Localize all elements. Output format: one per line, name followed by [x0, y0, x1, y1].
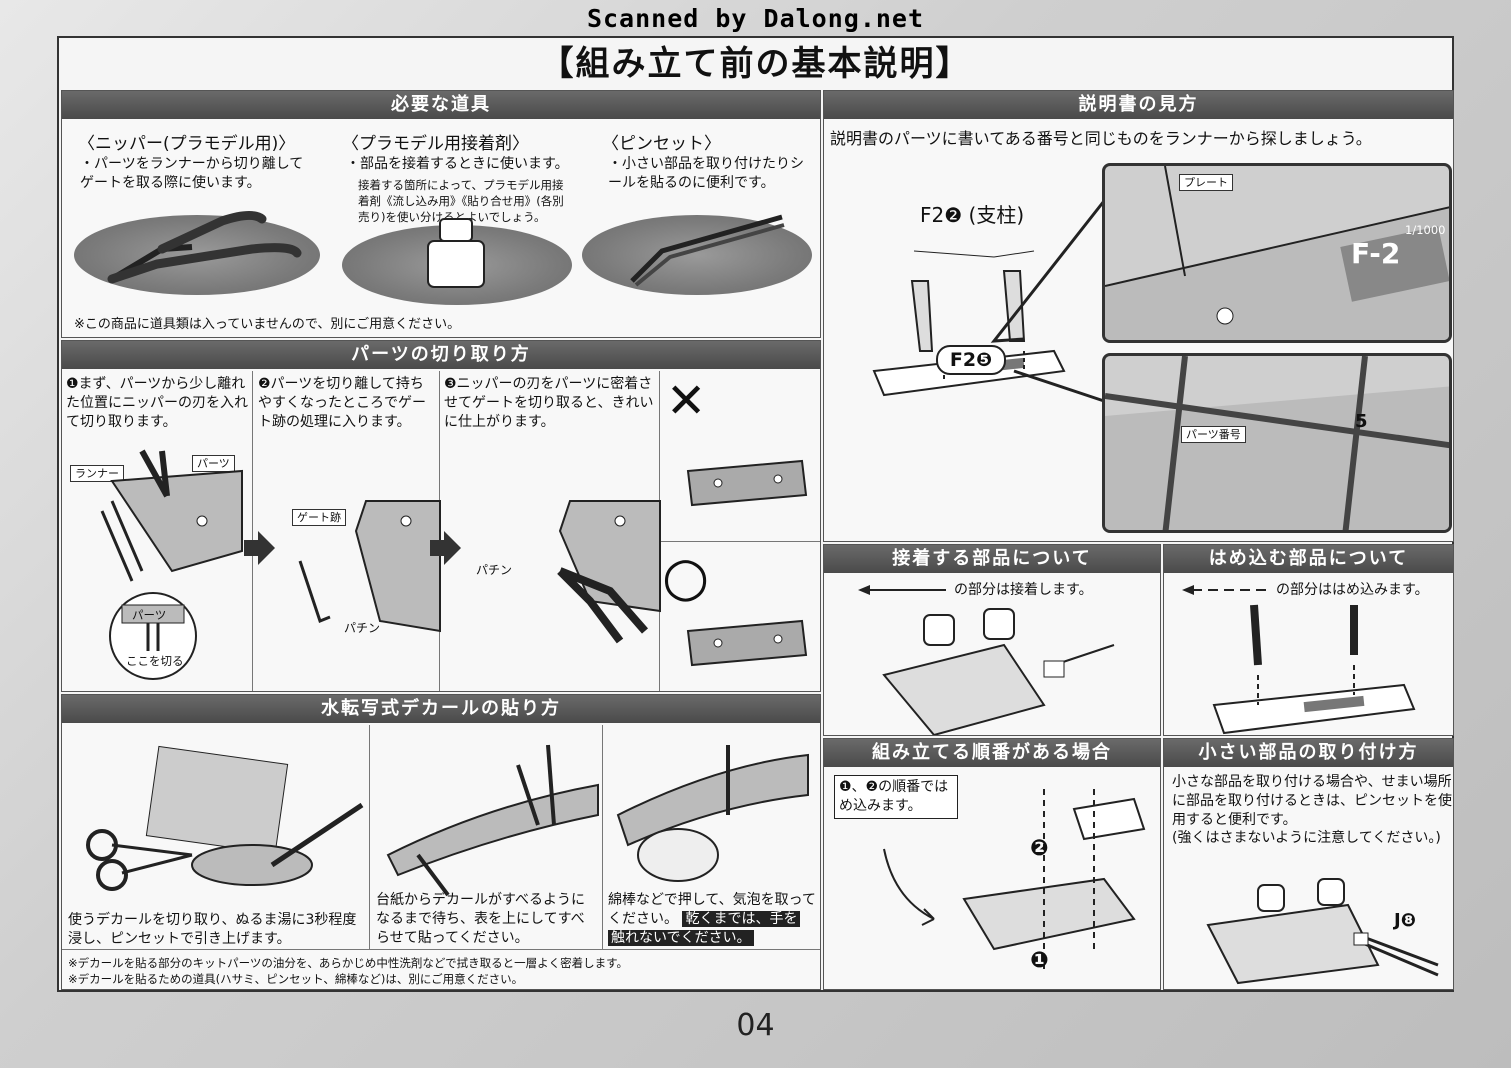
order-illustration — [883, 789, 1146, 969]
cutting-divider-4 — [659, 541, 820, 542]
order-step-1: ❶ — [1030, 948, 1049, 973]
cement-desc: ・部品を接着するときに使います。 — [346, 156, 569, 172]
gate-removal-illustration — [298, 500, 441, 633]
manual-desc: 説明書のパーツに書いてある番号と同じものをランナーから探しましょう。 — [830, 129, 1372, 148]
glue-desc: の部分は接着します。 — [954, 582, 1093, 598]
support-label: F2❷ (支柱) — [920, 203, 1025, 227]
bad-result-part — [686, 459, 808, 507]
good-result-part — [686, 619, 808, 667]
manual-reading-panel: 説明書の見方 説明書のパーツに書いてある番号と同じものをランナーから探しましょう… — [823, 90, 1454, 542]
cutting-panel: パーツの切り取り方 ❶まず、パーツから少し離れた位置にニッパーの刃を入れて切り取… — [61, 340, 821, 692]
small-parts-illustration — [1206, 878, 1439, 985]
cement-bottle-icon — [427, 218, 485, 288]
manual-title: 説明書の見方 — [824, 91, 1453, 119]
decal-note-2: ※デカールを貼るための道具(ハサミ、ピンセット、綿棒など)は、別にご用意ください… — [68, 972, 524, 986]
cutting-step1: ❶まず、パーツから少し離れた位置にニッパーの刃を入れて切り取ります。 — [66, 376, 248, 430]
small-parts-panel: 小さい部品の取り付け方 小さな部品を取り付ける場合や、せまい場所に部品を取り付け… — [1163, 738, 1454, 990]
small-parts-title: 小さい部品の取り付け方 — [1164, 739, 1453, 767]
glue-title: 接着する部品について — [824, 545, 1160, 573]
glue-illustration — [882, 608, 1115, 735]
decal-divider-1 — [369, 725, 370, 949]
decal-warning-1: 乾くまでは、手を — [682, 911, 801, 927]
snap-sound-1: パチン — [344, 621, 381, 635]
part-number-zoom-inset: パーツ番号 5 — [1102, 353, 1452, 533]
decal-step1: 使うデカールを切り取り、ぬるま湯に3秒程度浸し、ピンセットで引き上げます。 — [68, 912, 357, 947]
decal-press-illustration — [616, 745, 809, 882]
step-arrow-1 — [244, 531, 275, 565]
decal-step2: 台紙からデカールがすべるようになるまで待ち、表を上にしてすべらせて貼ってください… — [376, 892, 586, 946]
tweezers-desc: ・小さい部品を取り付けたりシールを貼るのに便利です。 — [608, 156, 804, 191]
fit-desc: の部分ははめ込みます。 — [1276, 582, 1429, 598]
fit-illustration — [1212, 604, 1416, 735]
callout-arrows — [990, 200, 1106, 403]
cutting-step3: ❸ニッパーの刃をパーツに密着させてゲートを切り取ると、きれいに仕上がります。 — [444, 376, 654, 430]
decal-warning-2: 触れないでください。 — [608, 930, 754, 946]
part-number-5: 5 — [1355, 411, 1368, 432]
decal-step3: 綿棒などで押して、気泡を取ってください。 乾くまでは、手を 触れないでください。 — [608, 891, 818, 948]
decal-divider-2 — [602, 725, 603, 949]
cement-note: 接着する箇所によって、プラモデル用接着剤《流し込み用》《貼り合せ用》(各別売り)… — [358, 178, 564, 224]
order-panel: 組み立てる順番がある場合 ❶、❷の順番ではめ込みます。 ❶ ❷ — [823, 738, 1161, 990]
plate-scale: 1/1000 — [1405, 223, 1446, 237]
decal-slide-illustration — [386, 744, 599, 897]
small-parts-desc: 小さな部品を取り付ける場合や、せまい場所に部品を取り付けるときは、ピンセットを使… — [1172, 774, 1452, 828]
bad-result-mark: ✕ — [666, 373, 707, 429]
plate-runner-illustration — [1105, 166, 1449, 340]
decal-title: 水転写式デカールの貼り方 — [62, 695, 820, 723]
plate-zoom-inset: プレート F-2 1/1000 — [1102, 163, 1452, 343]
small-parts-note: (強くはさまないように注意してください。) — [1172, 830, 1441, 846]
glue-panel: 接着する部品について の部分は接着します。 — [823, 544, 1161, 736]
fit-panel: はめ込む部品について の部分ははめ込みます。 — [1163, 544, 1454, 736]
f25-label: F2❺ — [936, 345, 1006, 375]
plate-code: F-2 — [1351, 237, 1401, 270]
decal-note-1: ※デカールを貼る部分のキットパーツの油分を、あらかじめ中性洗剤などで拭き取ると一… — [68, 956, 629, 970]
small-part-label: J❽ — [1394, 910, 1416, 931]
snap-sound-2: パチン — [476, 563, 513, 577]
cut-here-label: ここを切る — [126, 654, 184, 668]
fit-title: はめ込む部品について — [1164, 545, 1453, 573]
tweezers-heading: 〈ピンセット〉 — [602, 134, 721, 154]
runner-cut-illustration — [100, 449, 243, 582]
runner-label: ランナー — [70, 465, 124, 482]
parts-label: パーツ — [192, 455, 235, 472]
page-title: 【組み立て前の基本説明】 — [539, 44, 972, 84]
tools-panel: 必要な道具 〈ニッパー(プラモデル用)〉 ・パーツをランナーから切り離してゲート… — [61, 90, 821, 338]
decal-panel: 水転写式デカールの貼り方 使うデカールを切り取り、ぬるま湯に3秒程度浸し、ピンセ… — [61, 694, 821, 990]
nipper-icon — [107, 211, 302, 284]
decal-divider-3 — [62, 949, 820, 950]
nipper-heading: 〈ニッパー(プラモデル用)〉 — [78, 134, 296, 154]
part-number-runner-illustration — [1105, 356, 1449, 530]
part-number-label: パーツ番号 — [1181, 426, 1246, 443]
cut-here-zoom-circle — [109, 592, 197, 680]
tweezers-icon — [630, 214, 785, 287]
decal-cut-soak-illustration — [86, 745, 364, 891]
step-arrow-2 — [430, 531, 461, 565]
good-result-mark: ○ — [662, 545, 710, 608]
scan-credit: Scanned by Dalong.net — [586, 4, 925, 33]
zoom-parts-label: パーツ — [132, 608, 167, 622]
cutting-step2: ❷パーツを切り離して持ちやすくなったところでゲート跡の処理に入ります。 — [258, 376, 426, 430]
tools-notice: ※この商品に道具類は入っていませんので、別にご用意ください。 — [74, 317, 461, 332]
nipper-desc: ・パーツをランナーから切り離してゲートを取る際に使います。 — [80, 156, 304, 191]
order-title: 組み立てる順番がある場合 — [824, 739, 1160, 767]
tools-title: 必要な道具 — [62, 91, 820, 119]
order-step-2: ❷ — [1030, 836, 1049, 861]
cutting-divider-1 — [252, 371, 253, 691]
cement-heading: 〈プラモデル用接着剤〉 — [342, 134, 529, 154]
solid-arrow-legend — [858, 585, 946, 595]
manual-page: 【組み立て前の基本説明】 必要な道具 〈ニッパー(プラモデル用)〉 ・パーツをラ… — [57, 36, 1454, 992]
plate-label: プレート — [1179, 174, 1233, 191]
decal-step3-text: 綿棒などで押して、気泡を取ってください。 — [608, 892, 816, 927]
page-number: 04 — [736, 1008, 775, 1043]
gate-label: ゲート跡 — [292, 509, 346, 526]
flush-cut-illustration — [557, 500, 661, 644]
dashed-arrow-legend — [1182, 585, 1270, 595]
order-callout: ❶、❷の順番ではめ込みます。 — [834, 775, 958, 819]
cutting-title: パーツの切り取り方 — [62, 341, 820, 369]
